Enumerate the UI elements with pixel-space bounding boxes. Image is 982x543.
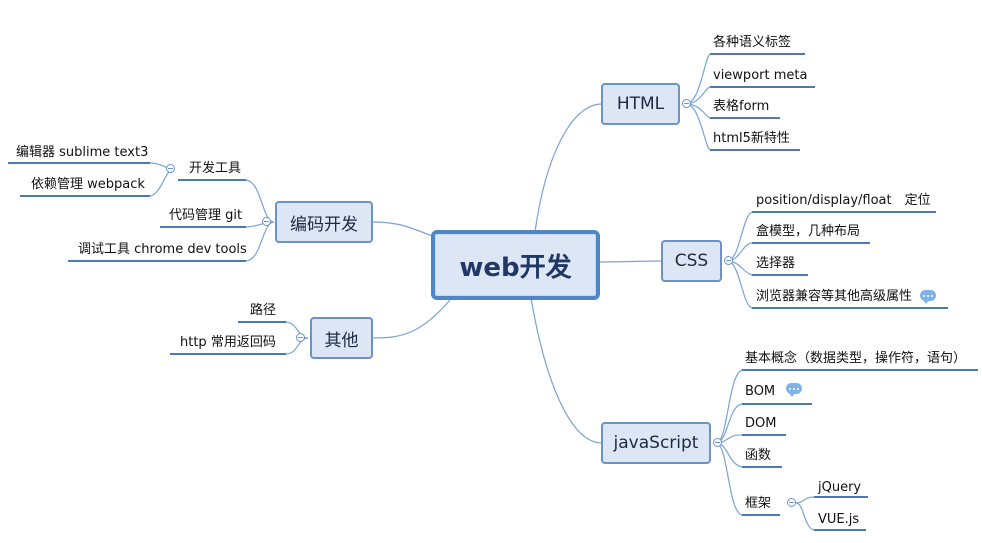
framework-item[interactable]: jQuery [818,480,862,495]
js-item[interactable]: 基本概念（数据类型，操作符，语句） [745,351,967,366]
branch-javascript[interactable]: javaScript [601,422,711,464]
coding-item[interactable]: 调试工具 chrome dev tools [78,242,247,257]
branch-coding[interactable]: 编码开发 [275,201,373,243]
note-icon[interactable] [920,290,936,304]
branch-css-label: CSS [674,251,709,271]
collapse-icon[interactable] [724,256,733,265]
note-icon[interactable] [786,383,802,397]
js-item[interactable]: BOM [745,384,776,399]
branch-html[interactable]: HTML [601,83,680,125]
tool-item[interactable]: 依赖管理 webpack [31,177,145,192]
html-item[interactable]: viewport meta [713,68,808,83]
collapse-icon[interactable] [262,217,271,226]
collapse-icon[interactable] [787,498,796,507]
collapse-icon[interactable] [166,164,175,173]
branch-html-label: HTML [616,94,665,114]
branch-css[interactable]: CSS [661,240,722,282]
branch-other-label: 其他 [324,330,359,351]
html-item[interactable]: html5新特性 [713,131,790,146]
root-label: web开发 [459,252,572,283]
css-item[interactable]: 选择器 [756,256,796,271]
css-item[interactable]: 浏览器兼容等其他高级属性 [756,289,913,304]
collapse-icon[interactable] [682,99,691,108]
root-node[interactable]: web开发 [431,230,600,300]
css-item[interactable]: position/display/float 定位 [756,193,931,208]
coding-item[interactable]: 代码管理 git [169,208,243,223]
js-item[interactable]: DOM [745,416,777,431]
branch-other[interactable]: 其他 [310,317,373,359]
coding-item[interactable]: 开发工具 [189,161,242,176]
other-item[interactable]: 路径 [250,303,277,318]
html-item[interactable]: 表格form [713,99,770,114]
js-item[interactable]: 函数 [745,448,772,463]
css-item[interactable]: 盒模型，几种布局 [756,224,861,239]
tool-item[interactable]: 编辑器 sublime text3 [16,145,149,160]
collapse-icon[interactable] [296,333,305,342]
js-item[interactable]: 框架 [745,496,772,511]
framework-item[interactable]: VUE.js [818,512,860,527]
branch-javascript-label: javaScript [613,433,699,453]
html-item[interactable]: 各种语义标签 [713,35,792,50]
other-item[interactable]: http 常用返回码 [180,335,276,350]
branch-coding-label: 编码开发 [290,214,358,235]
collapse-icon[interactable] [713,438,722,447]
